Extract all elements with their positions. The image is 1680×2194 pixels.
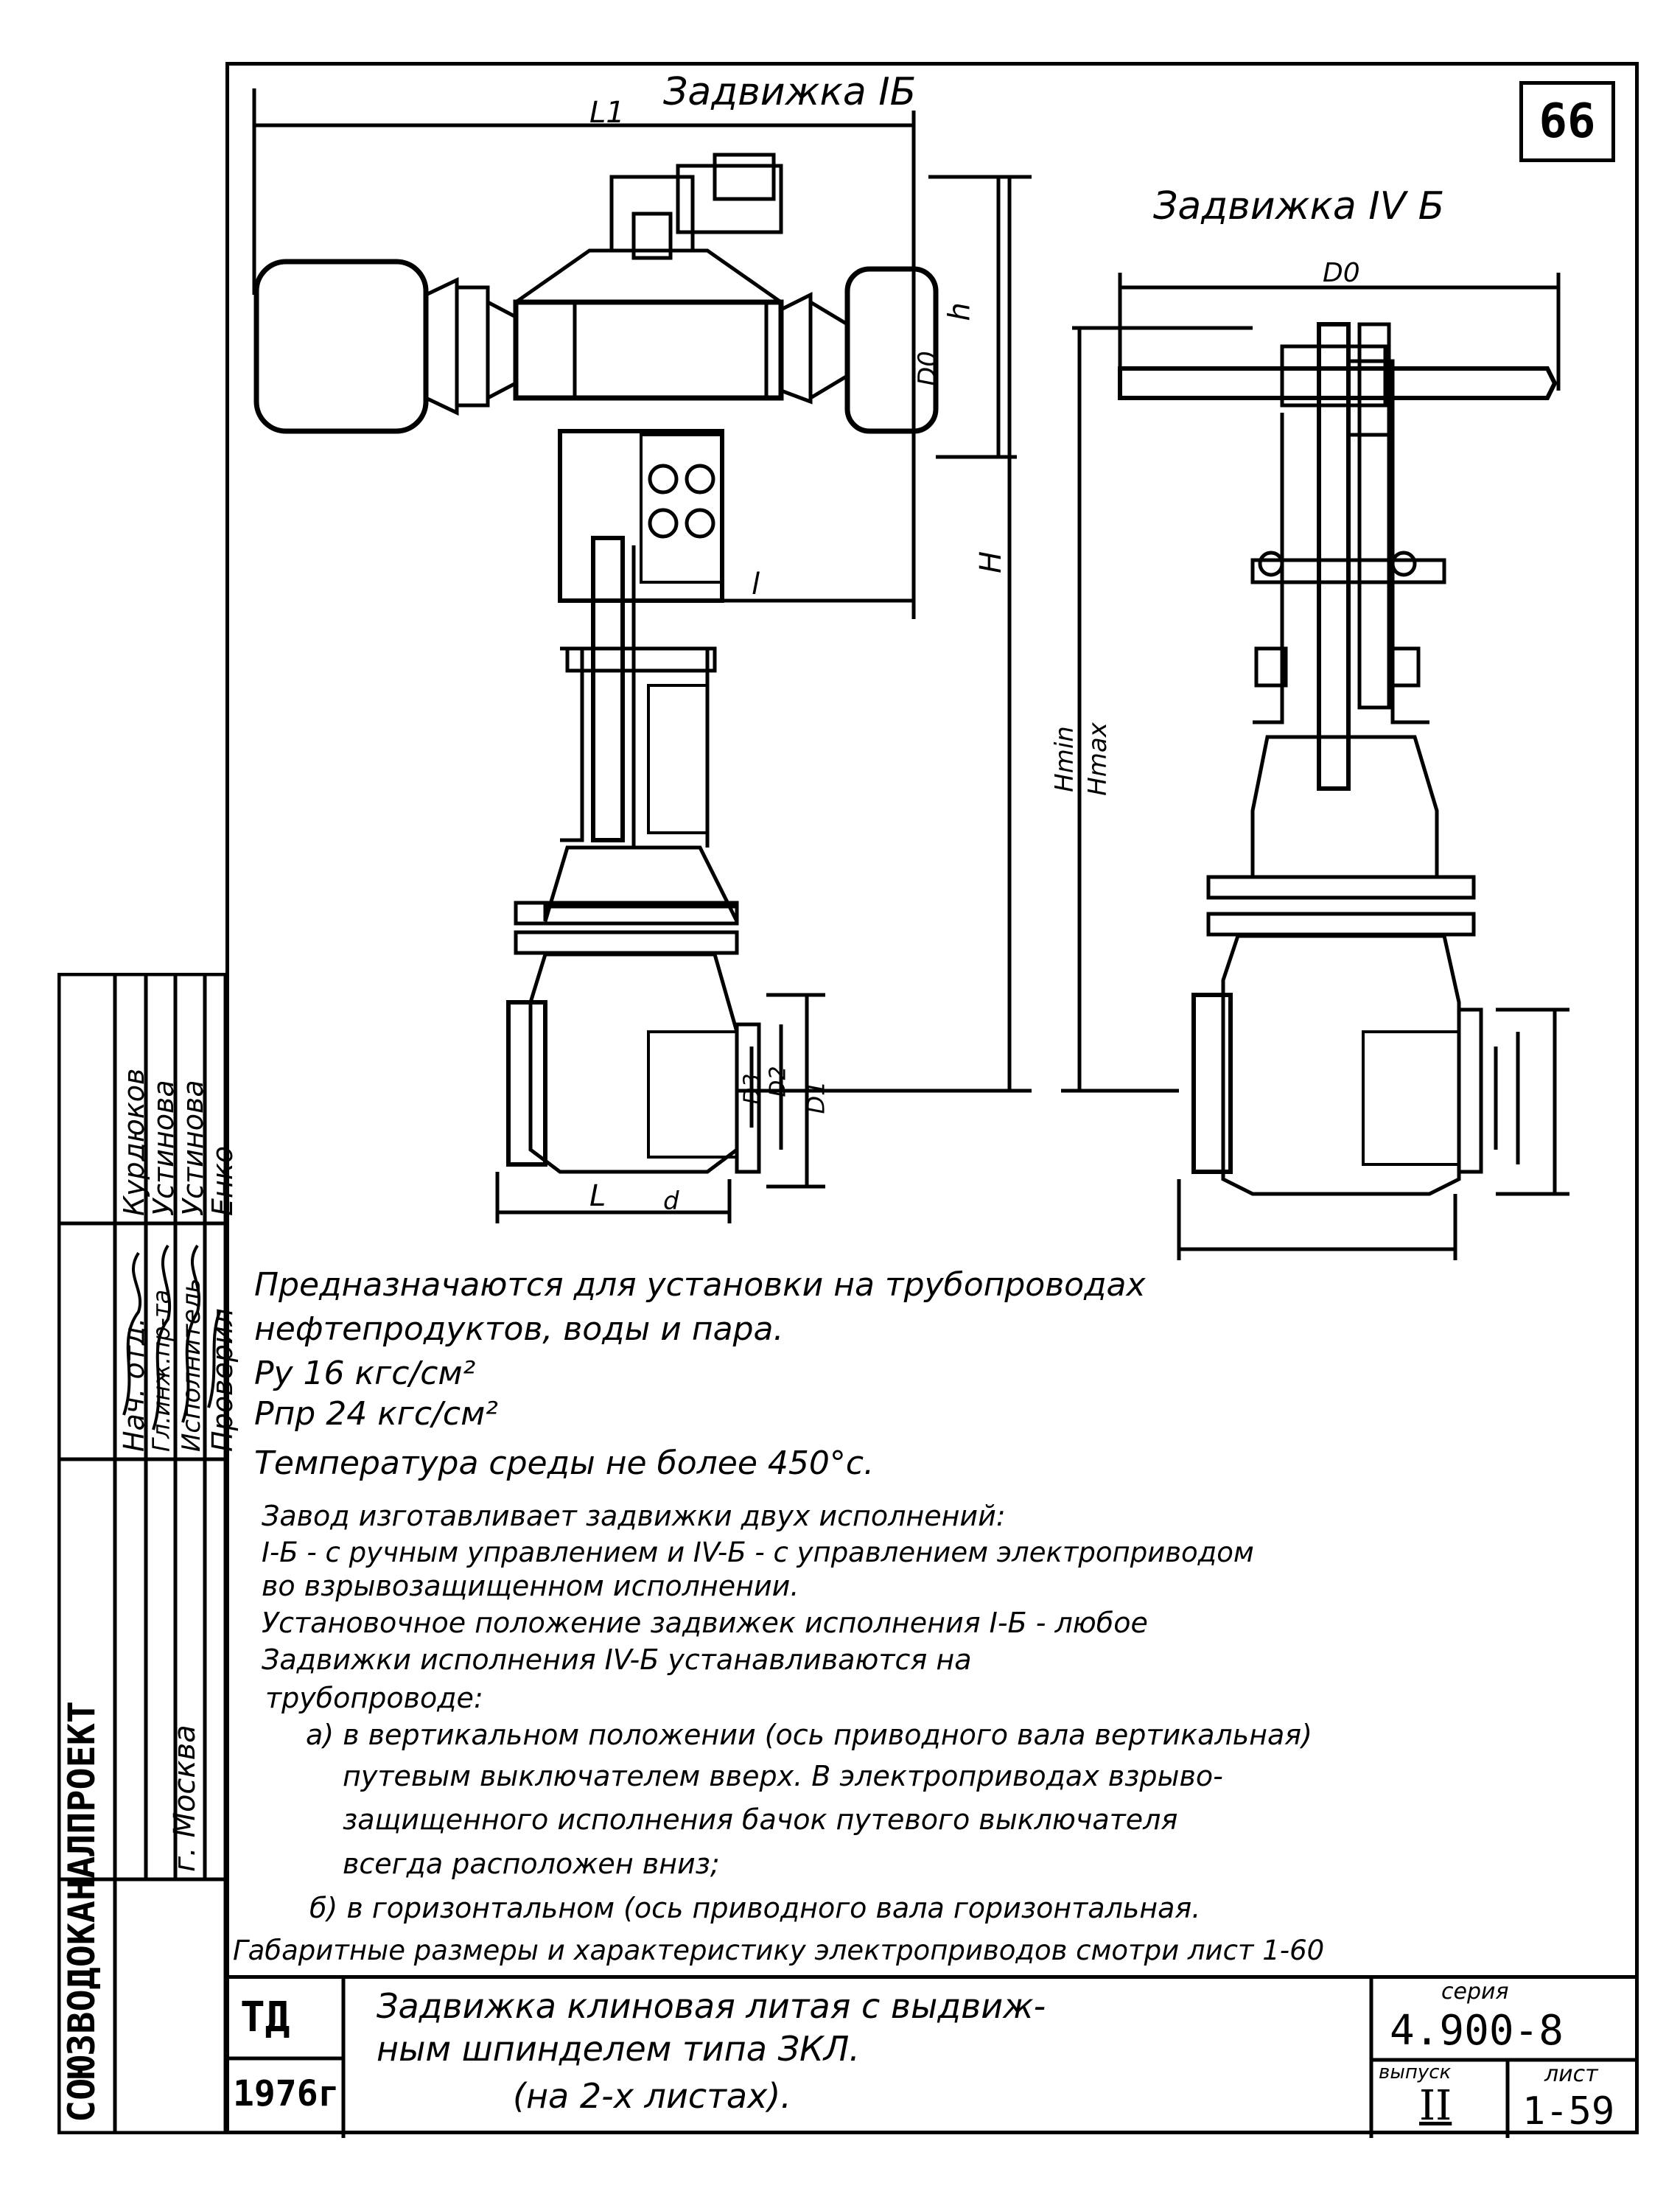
desc-p8: путевым выключателем вверх. В электропри… — [343, 1760, 1223, 1792]
dim-D2: D2 — [765, 1066, 791, 1097]
desc-line1: Предназначаются для установки на трубопр… — [254, 1266, 1146, 1304]
valve-ivb-drawing — [1061, 273, 1569, 1260]
side-approval-block: СОЮЗВОДОКАНАЛПРОЕКТ г. Москва Нач. отд. … — [57, 973, 239, 2134]
dim-H: H — [974, 551, 1009, 574]
name-3: Устинова — [177, 1080, 209, 1216]
stamp-sheet: 1-59 — [1522, 2089, 1615, 2134]
stamp-title3: (на 2-х листах). — [513, 2076, 791, 2116]
drawing-frame — [225, 62, 1639, 2134]
org-name: СОЮЗВОДОКАНАЛПРОЕКТ — [60, 1701, 103, 2123]
name-1: Курдюков — [118, 1068, 150, 1216]
stamp-title2: ным шпинделем типа ЗКЛ. — [377, 2029, 860, 2069]
desc-ppr: Pпр 24 кгс/см² — [254, 1395, 498, 1433]
valve-ib-drawing — [252, 88, 1032, 1223]
stamp-series: 4.900-8 — [1390, 2007, 1564, 2055]
stamp-year: 1976г — [233, 2073, 340, 2114]
desc-p5: Задвижки исполнения IV-Б устанавливаются… — [262, 1643, 972, 1676]
title-valve-ivb: Задвижка IV Б — [1153, 184, 1445, 228]
desc-p1: Завод изготавливает задвижки двух исполн… — [262, 1500, 1006, 1532]
page-number: 66 — [1519, 81, 1615, 162]
desc-p6: трубопроводе: — [265, 1682, 483, 1714]
dim-D0: D0 — [912, 351, 942, 386]
title-stamp: ТД 1976г Задвижка клиновая литая с выдви… — [225, 1975, 1639, 2138]
desc-line2: нефтепродуктов, воды и пара. — [254, 1310, 784, 1348]
dim-h: h — [942, 302, 977, 321]
stamp-sheet-label: лист — [1544, 2061, 1598, 2087]
dim-Hmin: Hmin — [1049, 726, 1079, 792]
org-city: г. Москва — [168, 1725, 202, 1872]
dim-Hmax: Hmax — [1082, 722, 1113, 796]
name-2: Устинова — [147, 1080, 180, 1216]
desc-p9: защищенного исполнения бачок путевого вы… — [343, 1803, 1178, 1836]
desc-p11: б) в горизонтальном (ось приводного вала… — [309, 1892, 1201, 1924]
desc-p2: I-Б - с ручным управлением и IV-Б - с уп… — [262, 1537, 1254, 1568]
dim-d: d — [663, 1187, 679, 1216]
side-grid — [57, 973, 225, 2134]
desc-p4: Установочное положение задвижек исполнен… — [262, 1607, 1148, 1639]
stamp-issue: II — [1419, 2082, 1452, 2130]
desc-py: Pу 16 кгс/см² — [254, 1355, 476, 1392]
desc-p10: всегда расположен вниз; — [343, 1848, 720, 1880]
dim-L: L — [589, 1179, 606, 1213]
stamp-title1: Задвижка клиновая литая с выдвиж- — [377, 1986, 1046, 2026]
signatures — [122, 1244, 221, 1430]
stamp-grid — [225, 1979, 1639, 2138]
dim-L1: L1 — [589, 96, 625, 130]
desc-p7: а) в вертикальном положении (ось приводн… — [306, 1719, 1312, 1751]
stamp-issue-label: выпуск — [1379, 2061, 1452, 2083]
desc-p12: Габаритные размеры и характеристику элек… — [233, 1935, 1325, 1966]
stamp-series-label: серия — [1441, 1979, 1509, 2005]
dim-l: l — [752, 567, 760, 601]
dim-D0-ivb: D0 — [1323, 258, 1360, 288]
stamp-td: ТД — [240, 1994, 290, 2041]
name-4: Енко — [206, 1145, 239, 1216]
desc-temp: Температура среды не более 450°с. — [254, 1444, 875, 1482]
title-valve-ib: Задвижка IБ — [663, 70, 917, 114]
desc-p3: во взрывозащищенном исполнении. — [262, 1570, 799, 1602]
dim-D1: D1 — [802, 1080, 830, 1114]
dim-D3: D3 — [739, 1073, 766, 1105]
